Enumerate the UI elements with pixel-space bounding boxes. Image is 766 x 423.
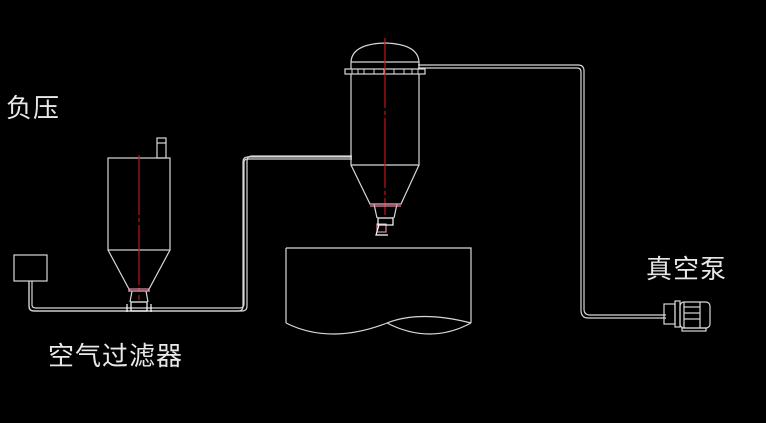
vacuum-pump-label: 真空泵 xyxy=(646,255,728,285)
receiver-flange-ticks xyxy=(351,69,419,74)
rotary-valves xyxy=(126,217,394,312)
centerlines xyxy=(138,38,386,300)
air-filter-label: 空气过滤器 xyxy=(48,342,184,372)
pipe-receiver-to-pump-b xyxy=(418,67,666,319)
control-box xyxy=(13,254,48,282)
vacuum-pump xyxy=(663,300,711,332)
hopper-tank xyxy=(285,247,472,335)
pipe-filter-to-receiver xyxy=(28,156,352,312)
pipe-line-b xyxy=(31,158,352,309)
negative-pressure-label: 负压 xyxy=(6,94,61,124)
pipe-filter-to-receiver-inner xyxy=(32,160,352,308)
pipe-receiver-to-pump-a xyxy=(418,64,666,316)
valves xyxy=(128,203,401,292)
pipe-line-a xyxy=(28,155,352,312)
